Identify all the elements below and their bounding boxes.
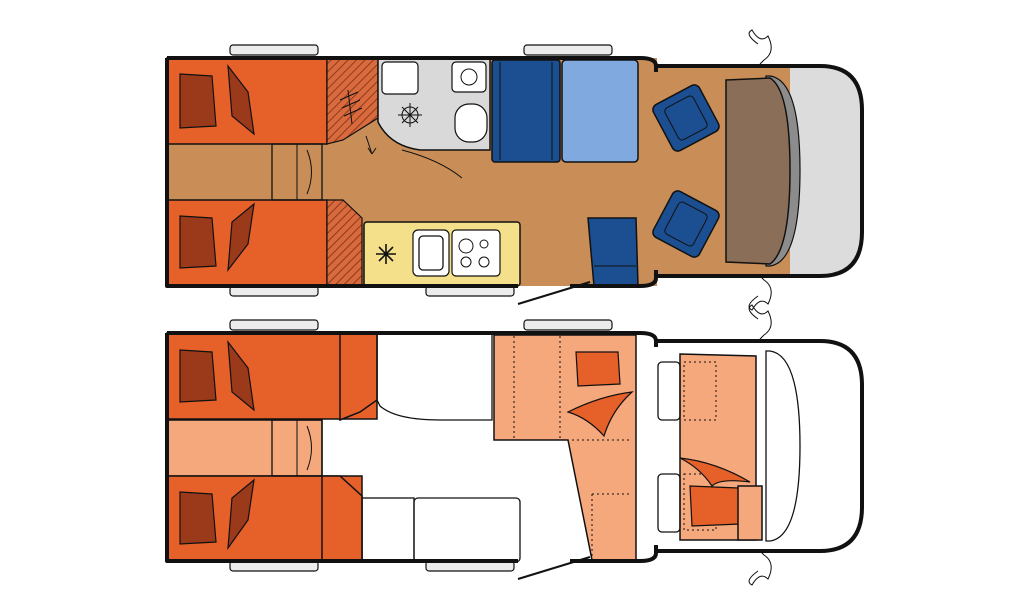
night-entry-door bbox=[517, 556, 591, 580]
sink-icon-kitchen bbox=[412, 229, 450, 277]
day-layout bbox=[165, 29, 864, 311]
seat-single bbox=[587, 217, 639, 287]
table bbox=[561, 59, 639, 163]
entry-arrow bbox=[365, 135, 377, 155]
cab-seat-passenger bbox=[652, 84, 720, 152]
entry-door bbox=[517, 281, 591, 305]
bench-dark-seams bbox=[499, 62, 553, 160]
night-bathroom-outline bbox=[376, 332, 493, 421]
night-mirror-bottom bbox=[748, 550, 772, 586]
pillow-top-b bbox=[227, 64, 255, 136]
cab-bed-pillow-b bbox=[679, 457, 751, 487]
night-layout bbox=[165, 304, 864, 586]
night-cab-wall bbox=[656, 339, 864, 553]
bench-dark bbox=[491, 59, 561, 163]
washbasin bbox=[381, 61, 419, 95]
pillow-top-a bbox=[179, 73, 217, 129]
night-pillow-top-a bbox=[179, 349, 217, 403]
sink-inner bbox=[418, 235, 444, 271]
pillow-bottom-b bbox=[227, 202, 255, 272]
pillow-bottom-a bbox=[179, 215, 217, 269]
cab-seat-driver bbox=[652, 190, 720, 258]
cab-wall bbox=[656, 64, 864, 278]
cab-bed-pillow-a bbox=[689, 485, 741, 527]
toilet-icon bbox=[454, 103, 488, 143]
cab-seat-outline-bottom bbox=[657, 473, 681, 533]
bed-step-lines bbox=[296, 144, 312, 200]
dinette-pillow-b bbox=[566, 391, 634, 438]
cab-dashboard-area bbox=[790, 66, 862, 276]
sink-icon bbox=[460, 68, 478, 86]
window-n-top-rear bbox=[229, 319, 319, 331]
night-mirror-top bbox=[748, 304, 772, 340]
cab-rear-seat-block bbox=[737, 485, 763, 541]
night-pillow-top-b bbox=[227, 340, 255, 412]
night-step-lines bbox=[296, 420, 312, 476]
dinette-pillow-a bbox=[575, 351, 621, 387]
window-n-top-mid bbox=[523, 319, 613, 331]
burner-icon bbox=[451, 229, 501, 277]
window-top-mid bbox=[523, 44, 613, 56]
dashboard bbox=[725, 77, 791, 265]
night-bed-middle bbox=[166, 419, 323, 477]
dinette-dots bbox=[513, 336, 632, 556]
hanger-lines bbox=[339, 89, 363, 125]
wardrobe-bottom bbox=[326, 199, 363, 287]
shower-rays bbox=[398, 103, 422, 127]
window-top-rear bbox=[229, 44, 319, 56]
sink-basin bbox=[451, 61, 487, 93]
snowflake-icon bbox=[376, 244, 396, 264]
cab-seat-outline-top bbox=[657, 361, 681, 421]
mirror-top bbox=[748, 29, 772, 65]
windshield-outline bbox=[765, 350, 801, 542]
night-pillow-bottom-b bbox=[227, 478, 255, 551]
bathroom-door-arc bbox=[401, 149, 463, 179]
night-pillow-bottom-a bbox=[179, 491, 217, 545]
mirror-bottom bbox=[748, 275, 772, 311]
